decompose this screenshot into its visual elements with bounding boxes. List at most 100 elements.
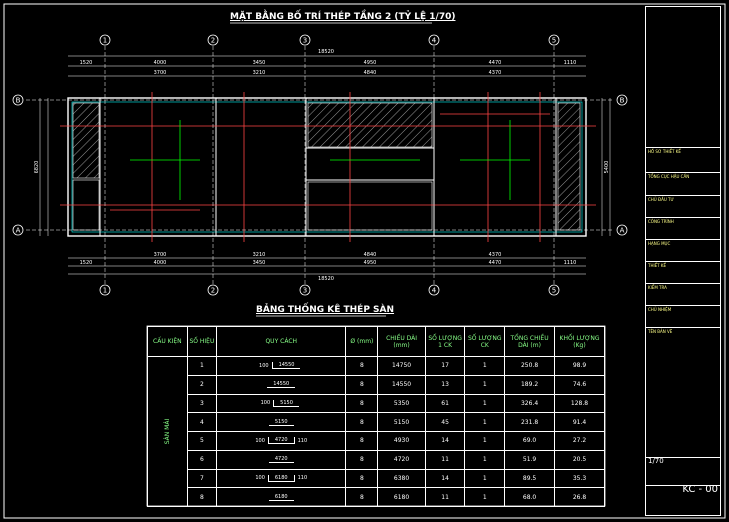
table-cell: 11 (424, 487, 466, 507)
table-cell: 11 (424, 449, 466, 470)
bar-shape: 14550 (267, 381, 296, 389)
table-cell: 1 (464, 431, 506, 451)
table-cell: 69.0 (504, 431, 556, 451)
dim-bottom-outer: 4950 (364, 260, 377, 266)
table-cell: 14750 (377, 356, 426, 376)
table-cell: 1 (464, 487, 506, 507)
grid-bubble-row-A: A (12, 224, 24, 236)
table-cell: 128.8 (554, 393, 605, 414)
table-cell: 5350 (377, 393, 426, 414)
grid-bubble-col-3: 3 (299, 34, 311, 46)
table-cell: 8 (345, 356, 379, 376)
dim-top-outer: 3450 (253, 60, 266, 66)
drawing-number: KC - 00 (646, 485, 720, 495)
grid-bubble-col-1: 1 (99, 284, 111, 296)
table-title: BẢNG THỐNG KÊ THÉP SÀN (256, 305, 395, 315)
table-cell: 20.5 (554, 449, 605, 470)
bar-shape: 4720 (268, 456, 294, 464)
hook-right: 110 (297, 475, 308, 482)
svg-text:1: 1 (103, 37, 107, 45)
svg-text:B: B (16, 97, 21, 105)
table-cell: 51.9 (504, 449, 556, 470)
table-cell: 17 (424, 356, 466, 376)
grid-bubble-col-5: 5 (548, 34, 560, 46)
table-cell: 13 (424, 374, 466, 395)
bar-shape: 4720 (267, 437, 295, 445)
title-block-row: HẠNG MỤC (646, 239, 720, 247)
svg-text:4: 4 (432, 287, 437, 295)
dim-top-inner: 4840 (364, 70, 377, 76)
table-cell: 1 (464, 374, 506, 395)
table-cell: 8 (345, 487, 379, 507)
dim-bottom-outer: 4470 (489, 260, 502, 266)
dim-overall-bottom: 18520 (318, 276, 334, 282)
table-cell: 98.9 (554, 356, 605, 376)
dim-bottom-outer: 3450 (253, 260, 266, 266)
rebar-schedule-table: CẤU KIỆN SỐ HIỆU QUY CÁCH Ø (mm) CHIỀU D… (147, 326, 605, 507)
table-cell: 1 (464, 393, 506, 414)
svg-text:5: 5 (552, 37, 556, 45)
table-cell: 8 (345, 431, 379, 451)
spec-shape-cell: 4720 (216, 449, 347, 470)
table-cell: 14 (424, 431, 466, 451)
grid-bubble-row-B: B (616, 94, 628, 106)
header-diameter: Ø (mm) (345, 326, 379, 357)
svg-text:2: 2 (211, 287, 215, 295)
svg-text:2: 2 (211, 37, 215, 45)
header-no: SỐ HIỆU (186, 326, 218, 357)
bar-shape: 6180 (268, 494, 294, 501)
bar-shape: 6180 (267, 474, 295, 482)
bar-shape: 5150 (273, 399, 299, 407)
hook-left: 100 (259, 362, 269, 369)
spec-shape-cell: 5150 (216, 412, 347, 432)
dim-bottom-outer: 1520 (80, 260, 93, 266)
table-cell: 8 (345, 449, 379, 470)
grid-bubble-row-A: A (616, 224, 628, 236)
table-cell: 45 (424, 412, 466, 432)
table-cell: 4930 (377, 431, 426, 451)
header-length: CHIỀU DÀI (mm) (377, 326, 426, 357)
table-cell: 231.8 (504, 412, 556, 432)
dim-bottom-outer: 1110 (564, 260, 577, 266)
dim-top-outer: 1110 (564, 60, 577, 66)
table-cell: 250.8 (504, 356, 556, 376)
spec-shape-cell: 14550 (216, 374, 347, 395)
table-cell: 1 (464, 412, 506, 432)
title-block-row: THIẾT KẾ (646, 261, 720, 269)
member-cell: SÀN MÁI (147, 356, 188, 507)
bar-shape: 14550 (271, 362, 301, 370)
title-block-row: CHỦ ĐẦU TƯ (646, 195, 720, 203)
plan-title: MẶT BẰNG BỐ TRÍ THÉP TẦNG 2 (TỶ LỆ 1/70) (230, 12, 456, 22)
table-cell: 74.6 (554, 374, 605, 395)
table-cell: 326.4 (504, 393, 556, 414)
table-cell: 61 (424, 393, 466, 414)
table-cell: 14 (424, 468, 466, 489)
table-cell: 8 (345, 412, 379, 432)
table-cell: 91.4 (554, 412, 605, 432)
dim-bottom-inner: 4370 (489, 252, 502, 258)
table-cell: 6 (186, 449, 218, 470)
table-cell: 6180 (377, 487, 426, 507)
grid-bubble-col-1: 1 (99, 34, 111, 46)
grid-bubble-col-2: 2 (207, 34, 219, 46)
table-cell: 1 (464, 356, 506, 376)
table-cell: 27.2 (554, 431, 605, 451)
table-cell: 5150 (377, 412, 426, 432)
svg-text:B: B (620, 97, 625, 105)
svg-text:A: A (620, 227, 625, 235)
dim-top-outer: 1520 (80, 60, 93, 66)
hook-left: 100 (260, 400, 271, 407)
hook-left: 100 (255, 437, 265, 444)
hook-left: 100 (255, 475, 265, 482)
